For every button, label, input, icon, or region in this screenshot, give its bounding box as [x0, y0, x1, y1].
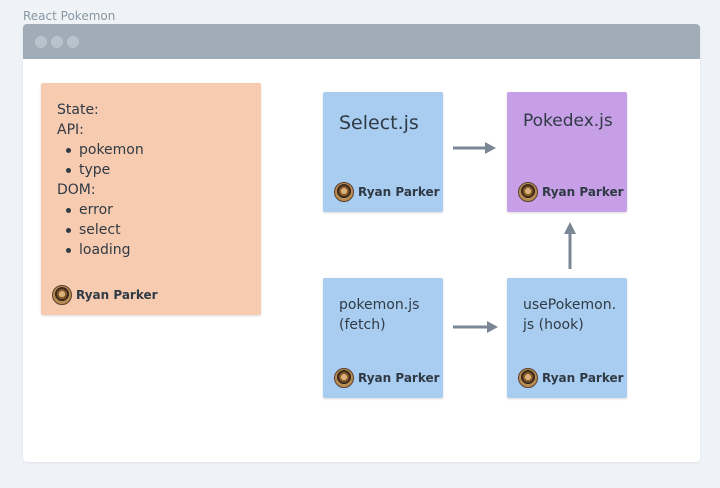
avatar	[334, 182, 354, 202]
author-name: Ryan Parker	[358, 185, 440, 199]
board-title: React Pokemon	[23, 9, 116, 23]
window-dot-icon	[51, 36, 63, 48]
arrow-right-icon[interactable]	[450, 317, 502, 337]
arrow-right-icon[interactable]	[450, 138, 500, 158]
note-author: Ryan Parker	[334, 368, 440, 388]
select-sticky-note[interactable]: Select.js Ryan Parker	[323, 92, 443, 212]
note-text-line: usePokemon.	[523, 297, 617, 313]
note-text-line: (fetch)	[339, 317, 386, 333]
list-item: type	[57, 160, 144, 180]
note-text: Select.js	[339, 112, 419, 134]
window-dot-icon	[67, 36, 79, 48]
note-author: Ryan Parker	[518, 368, 624, 388]
list-item: loading	[57, 240, 144, 260]
avatar	[518, 368, 538, 388]
pokemon-fetch-sticky-note[interactable]: pokemon.js (fetch) Ryan Parker	[323, 278, 443, 398]
avatar	[334, 368, 354, 388]
avatar	[52, 285, 72, 305]
frame-title-bar	[23, 24, 700, 59]
note-author: Ryan Parker	[518, 182, 624, 202]
note-text-line: js (hook)	[523, 317, 584, 333]
window-dot-icon	[35, 36, 47, 48]
list-item: select	[57, 220, 144, 240]
dom-heading: DOM:	[57, 182, 96, 198]
list-item: error	[57, 200, 144, 220]
state-list: State: API: pokemon type DOM: error sele…	[57, 100, 144, 260]
author-name: Ryan Parker	[542, 185, 624, 199]
state-sticky-note[interactable]: State: API: pokemon type DOM: error sele…	[41, 83, 261, 315]
author-name: Ryan Parker	[542, 371, 624, 385]
state-heading: State:	[57, 102, 99, 118]
arrow-up-icon[interactable]	[560, 219, 580, 271]
api-heading: API:	[57, 122, 84, 138]
list-item: pokemon	[57, 140, 144, 160]
author-name: Ryan Parker	[76, 288, 158, 302]
note-text: Pokedex.js	[523, 111, 613, 131]
note-author: Ryan Parker	[52, 285, 158, 305]
pokedex-sticky-note[interactable]: Pokedex.js Ryan Parker	[507, 92, 627, 212]
avatar	[518, 182, 538, 202]
use-pokemon-sticky-note[interactable]: usePokemon. js (hook) Ryan Parker	[507, 278, 627, 398]
author-name: Ryan Parker	[358, 371, 440, 385]
note-text-line: pokemon.js	[339, 297, 420, 313]
note-author: Ryan Parker	[334, 182, 440, 202]
